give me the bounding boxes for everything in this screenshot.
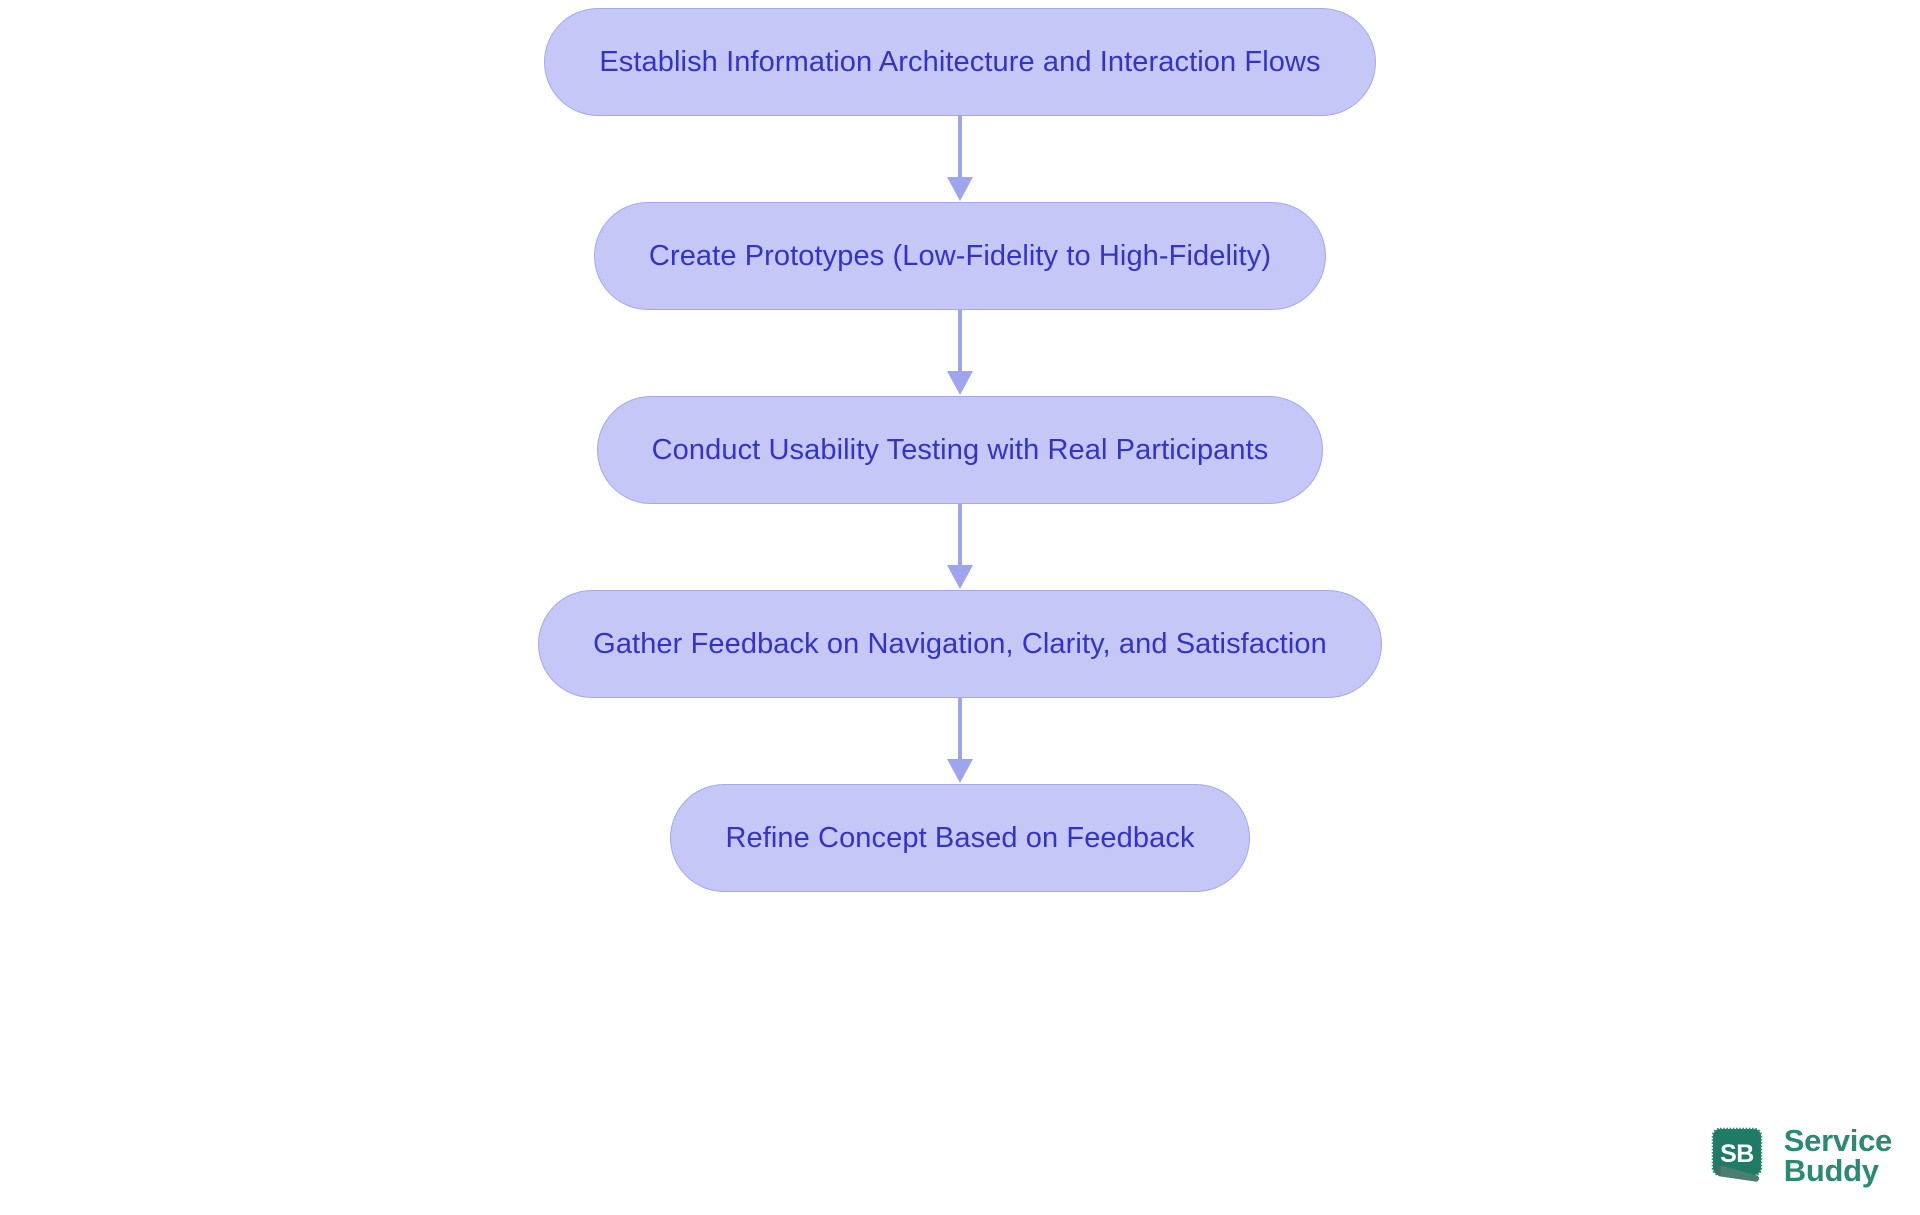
arrow-shaft [958, 504, 962, 566]
svg-text:SB: SB [1720, 1140, 1754, 1168]
flowchart-node-2-label: Create Prototypes (Low-Fidelity to High-… [648, 239, 1272, 272]
service-buddy-logo: SB Service Buddy [1710, 1122, 1893, 1188]
logo-name-line-1: Service [1783, 1122, 1893, 1158]
flowchart-arrow-4-to-5 [945, 698, 975, 784]
flowchart-node-1-label: Establish Information Architecture and I… [599, 45, 1321, 78]
arrow-head-down-icon [947, 371, 973, 395]
service-buddy-mark-icon: SB [1710, 1125, 1772, 1187]
arrow-shaft [958, 116, 962, 178]
flowchart-node-4-label: Gather Feedback on Navigation, Clarity, … [593, 627, 1327, 660]
arrow-shaft [958, 310, 962, 372]
arrow-shaft [958, 698, 962, 760]
flowchart-arrow-3-to-4 [945, 504, 975, 590]
flowchart-arrow-2-to-3 [945, 310, 975, 396]
arrow-head-down-icon [947, 759, 973, 783]
flowchart-node-2[interactable]: Create Prototypes (Low-Fidelity to High-… [593, 202, 1327, 310]
logo-name-line-2: Buddy [1783, 1153, 1879, 1188]
service-buddy-wordmark: Service Buddy [1783, 1122, 1893, 1188]
flowchart-node-3-label: Conduct Usability Testing with Real Part… [651, 433, 1269, 466]
arrow-head-down-icon [947, 565, 973, 589]
flowchart-node-stack: Establish Information Architecture and I… [538, 8, 1382, 892]
flowchart-node-1[interactable]: Establish Information Architecture and I… [544, 8, 1376, 116]
flowchart-node-5[interactable]: Refine Concept Based on Feedback [670, 784, 1250, 892]
flowchart-node-4[interactable]: Gather Feedback on Navigation, Clarity, … [538, 590, 1382, 698]
arrow-head-down-icon [947, 177, 973, 201]
flowchart-node-5-label: Refine Concept Based on Feedback [725, 821, 1195, 854]
flowchart-arrow-1-to-2 [945, 116, 975, 202]
flowchart-node-3[interactable]: Conduct Usability Testing with Real Part… [596, 396, 1324, 504]
